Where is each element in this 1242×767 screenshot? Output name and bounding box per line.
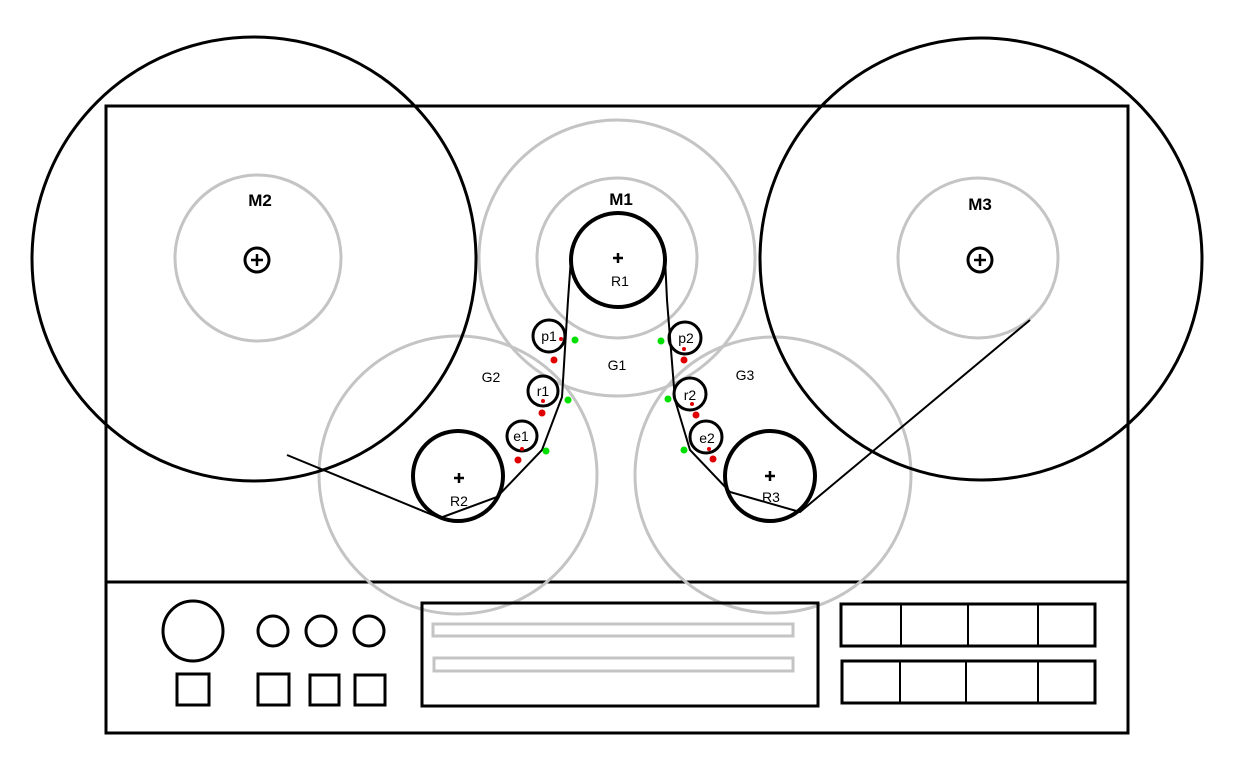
reel-m2-outer [30,35,478,483]
label-g1: G1 [608,357,627,373]
label-r1-roller: r1 [537,383,550,399]
motor-m3-ring [896,176,1060,340]
switch-1[interactable] [175,672,211,707]
button-row-top [839,602,1097,648]
red-contact-points [514,337,717,464]
main-knob[interactable] [161,599,225,663]
button-row-bottom [840,659,1097,705]
level-meter-2 [432,656,795,673]
center-cross-icons [454,253,775,483]
knob-3[interactable] [352,614,386,648]
reel-m3-outer [758,36,1204,482]
label-r3: R3 [762,489,780,505]
label-m2: M2 [248,191,272,210]
hub-m3-icon [966,246,994,274]
switch-4[interactable] [353,673,387,707]
label-r2: R2 [450,493,468,509]
label-m3: M3 [968,195,992,214]
deck-chassis [104,104,1130,735]
reel-r2 [411,429,505,523]
motor-m2-ring [173,173,343,343]
tape-path-right [664,257,1031,514]
knob-1[interactable] [256,614,290,648]
label-g2: G2 [482,369,501,385]
label-g3: G3 [736,367,755,383]
label-e1: e1 [513,428,529,444]
hub-m2-icon [243,246,271,274]
roller-r1 [526,374,560,408]
green-contact-points [542,336,688,455]
roller-e2 [688,419,724,455]
switch-3[interactable] [308,673,341,707]
label-r1: R1 [611,273,629,289]
label-r2-roller: r2 [684,387,697,403]
switch-2[interactable] [256,672,291,707]
roller-p2 [667,320,703,356]
level-meter-1 [431,622,795,638]
gear-g2 [317,334,599,616]
tape-path-left [286,257,572,520]
motor-m1-ring [535,176,699,340]
label-m1: M1 [609,190,633,209]
display-panel [420,601,820,708]
gear-g1-outer [477,118,757,398]
label-p1: p1 [541,328,557,344]
label-p2: p2 [678,330,694,346]
reel-r3 [723,429,817,523]
knob-2[interactable] [304,614,338,648]
label-e2: e2 [699,430,715,446]
